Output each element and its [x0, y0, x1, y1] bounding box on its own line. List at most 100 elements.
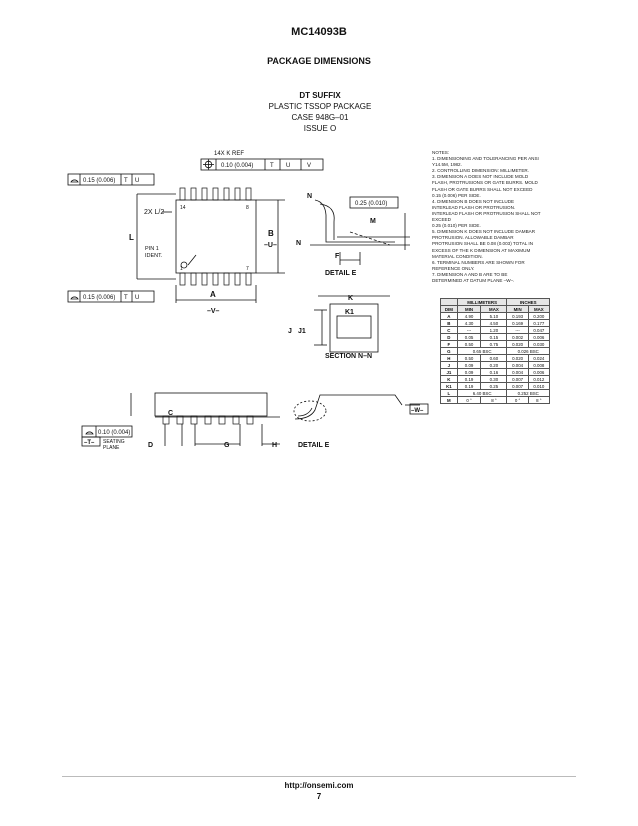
ref-k-label: 14X K REF	[214, 151, 244, 157]
datum-t-ref: T	[124, 295, 128, 301]
tol-25: 0.25 (0.010)	[355, 201, 387, 207]
value-cell: 0.30	[480, 375, 508, 383]
dim-k1: K1	[345, 309, 354, 316]
pin1-ident: IDENT.	[145, 253, 163, 259]
value-cell: 0.25	[480, 382, 508, 390]
dim-cell: B	[440, 319, 458, 327]
dim-m: M	[370, 218, 376, 225]
value-cell: 0.007	[506, 382, 529, 390]
value-cell: 0.05	[456, 333, 482, 341]
note-line: 0.25 (0.010) PER SIDE.	[432, 223, 481, 229]
detail-e-bottom: DETAIL E	[298, 442, 330, 449]
note-line: 3. DIMENSION A DOES NOT INCLUDE MOLD	[432, 174, 529, 180]
table-row: C---1.20---0.047	[440, 326, 551, 334]
value-cell: 0.007	[506, 375, 529, 383]
note-line: 1. DIMENSIONING AND TOLERANCING PER ANSI	[432, 156, 539, 162]
tol-top: 0.10 (0.004)	[221, 163, 253, 169]
value-cell: 0.16	[480, 368, 508, 376]
value-cell: 0.012	[527, 375, 551, 383]
note-line: 4. DIMENSION B DOES NOT INCLUDE	[432, 198, 515, 204]
pin-7-number: 7	[246, 266, 249, 272]
page-number: 7	[316, 792, 322, 801]
dim-cell: J1	[440, 368, 458, 376]
value-cell: 0.193	[506, 312, 529, 320]
notes-title: NOTES:	[432, 150, 450, 155]
footer-url-link[interactable]: http://onsemi.com	[284, 781, 354, 790]
section-nn-label: SECTION N–N	[325, 353, 372, 360]
notes-block: NOTES: 1. DIMENSIONING AND TOLERANCING P…	[432, 150, 582, 284]
note-line: 2. CONTROLLING DIMENSION: MILLIMETER.	[432, 168, 529, 174]
datum-v: –V–	[207, 308, 220, 315]
value-cell: 0.09	[456, 361, 482, 369]
value-cell: 0.200	[527, 312, 551, 320]
dim-j: J	[288, 328, 292, 335]
pin-14-number: 14	[180, 205, 186, 211]
dim-a: A	[210, 290, 216, 299]
dim-b: B	[268, 229, 274, 238]
package-case: CASE 948G–01	[291, 113, 349, 122]
note-line: EXCEED	[432, 217, 451, 223]
value-cell: 0.002	[506, 333, 529, 341]
value-cell: 0.50	[456, 340, 482, 348]
value-cell: 0.010	[527, 382, 551, 390]
dim-cell: M	[440, 396, 458, 404]
value-cell: 0.020	[506, 354, 529, 362]
note-line: 6. TERMINAL NUMBERS ARE SHOWN FOR	[432, 259, 525, 265]
dim-cell: K1	[440, 382, 458, 390]
dim-cell: C	[440, 326, 458, 334]
value-cell: 0.169	[506, 319, 529, 327]
value-cell: ---	[506, 326, 529, 334]
dim-g: G	[224, 442, 230, 449]
value-cell: 0 °	[456, 396, 482, 404]
package-issue: ISSUE O	[303, 124, 337, 133]
datum-u-ref: U	[135, 295, 139, 301]
document-title: MC14093B	[291, 26, 347, 38]
dim-cell: L	[440, 389, 458, 397]
dim-c: C	[168, 410, 173, 417]
section-n-top: N	[307, 193, 312, 200]
tol-10: 0.10 (0.004)	[98, 430, 130, 436]
value-cell: 0.024	[527, 354, 551, 362]
dim-cell: A	[440, 312, 458, 320]
col-header: MIN	[506, 305, 529, 313]
note-line: INTERLEAD FLASH OR PROTRUSION SHALL NOT	[432, 210, 541, 216]
value-cell: 0.177	[527, 319, 551, 327]
value-cell: 0.19	[456, 382, 482, 390]
value-cell: 0.09	[456, 368, 482, 376]
datum-t: –T–	[84, 440, 95, 446]
value-cell: 0.50	[456, 354, 482, 362]
value-cell: 0.75	[480, 340, 508, 348]
value-cell: 0.65 BSC	[456, 347, 508, 355]
note-line: Y14.5M, 1982.	[432, 162, 462, 168]
dim-cell: J	[440, 361, 458, 369]
value-cell: 0.047	[527, 326, 551, 334]
value-cell: 0.030	[527, 340, 551, 348]
pin-1-number: 1	[180, 266, 183, 272]
tol-left-bottom: 0.15 (0.006)	[83, 295, 115, 301]
value-cell: 5.10	[480, 312, 508, 320]
dim-f: F	[335, 253, 340, 260]
dim-h: H	[272, 442, 277, 449]
value-cell: 6.40 BSC	[456, 389, 508, 397]
datum-t-ref: T	[124, 178, 128, 184]
datum-u-ref: U	[135, 178, 139, 184]
value-cell: 4.50	[480, 319, 508, 327]
value-cell: ---	[456, 326, 482, 334]
value-cell: 1.20	[480, 326, 508, 334]
dim-cell: G	[440, 347, 458, 355]
value-cell: 0.004	[506, 368, 529, 376]
dim-l: L	[129, 233, 134, 242]
value-cell: 0.004	[506, 361, 529, 369]
value-cell: 0.20	[480, 361, 508, 369]
note-line: FLASH, PROTRUSIONS OR GATE BURRS. MOLD	[432, 180, 538, 186]
seating-label: SEATING	[103, 439, 125, 445]
note-line: EXCESS OF THE K DIMENSION AT MAXIMUM	[432, 247, 531, 253]
package-suffix: DT SUFFIX	[299, 91, 341, 100]
